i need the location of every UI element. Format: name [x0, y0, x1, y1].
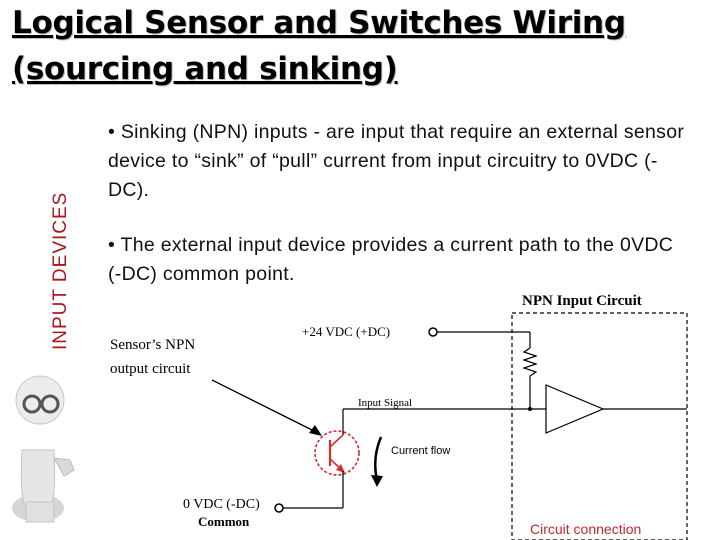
- mascot-figure-icon: [12, 375, 75, 523]
- common-label-line2: Common: [198, 514, 250, 529]
- common-label-line1: 0 VDC (-DC): [183, 497, 260, 512]
- sensor-label-line2: output circuit: [110, 361, 191, 377]
- npn-input-circuit-box: [511, 312, 688, 540]
- page-title: Logical Sensor and Switches Wiring (sour…: [12, 5, 626, 87]
- current-flow-label: Current flow: [391, 445, 450, 457]
- figure-caption: Circuit connection: [530, 521, 642, 537]
- pullup-resistor: [522, 347, 538, 377]
- current-flow-arrow-icon: [373, 436, 383, 481]
- bullet-sinking-inputs: • Sinking (NPN) inputs - are input that …: [108, 121, 685, 201]
- npn-circuit-figure: NPN Input Circuit +24 VDC (+DC) Input Si…: [12, 293, 688, 540]
- sensor-label-line1: Sensor’s NPN: [110, 337, 195, 353]
- common-terminal: [274, 503, 284, 513]
- bullet-current-path: • The external input device provides a c…: [108, 234, 674, 285]
- pointer-arrowhead: [309, 425, 322, 436]
- supply-terminal: [428, 327, 438, 337]
- npn-transistor-icon: [314, 409, 360, 508]
- box-title: NPN Input Circuit: [522, 293, 642, 309]
- input-buffer-amplifier: [545, 384, 605, 434]
- supply-label: +24 VDC (+DC): [302, 324, 390, 339]
- input-signal-label: Input Signal: [358, 397, 412, 409]
